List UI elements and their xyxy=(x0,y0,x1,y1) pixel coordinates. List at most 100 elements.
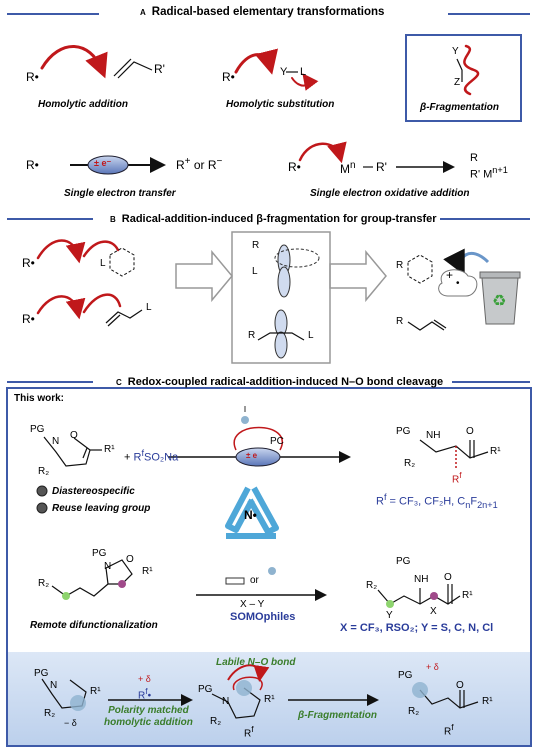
m3-o: O xyxy=(456,680,464,691)
c-prod-o: O xyxy=(466,426,474,437)
m-pg1: PG xyxy=(34,668,49,679)
c-n1: N xyxy=(52,436,60,447)
m3-r1: R¹ xyxy=(482,696,493,707)
radical-r: R• xyxy=(26,70,39,84)
label-beta-fragmentation: β-Fragmentation xyxy=(420,102,499,113)
c-pg1: PG xyxy=(30,424,45,435)
xy-definition: X = CF₃, RSO₂; Y = S, C, N, Cl xyxy=(340,622,494,634)
c-prod-r1: R¹ xyxy=(490,446,501,457)
frag-y: Y xyxy=(452,46,459,57)
c2-o: O xyxy=(126,554,134,565)
b-r1: R• xyxy=(22,256,35,270)
b-prod-r1: R xyxy=(396,260,404,271)
m3-pg: PG xyxy=(398,670,413,681)
c2p-pg: PG xyxy=(396,556,411,567)
c2-r1: R¹ xyxy=(142,566,153,577)
label-seoa: Single electron oxidative addition xyxy=(310,188,470,199)
section-a-rule-left xyxy=(7,13,99,15)
c2-r2: R₂ xyxy=(38,578,50,589)
alkene-rprime: R' xyxy=(154,62,165,76)
set-electron: ± e⁻ xyxy=(94,158,112,168)
c-reagent: + RfSO₂Na xyxy=(124,448,179,464)
b-orb-r2: R xyxy=(248,330,256,341)
n-radical-center: N• xyxy=(244,508,257,522)
m2-r2: R₂ xyxy=(210,716,222,727)
label-homolytic-addition: Homolytic addition xyxy=(38,99,128,110)
radical-r-sub: R• xyxy=(222,70,235,84)
c2-n: N xyxy=(104,561,112,572)
set-r: R• xyxy=(26,158,39,172)
c2p-y: Y xyxy=(386,610,393,621)
m-delta-plus: + δ xyxy=(138,674,151,684)
label-labile: Labile N–O bond xyxy=(216,657,296,668)
addition-arrow xyxy=(40,45,108,79)
c2p-r2: R₂ xyxy=(366,580,378,591)
seoa-m: Mn xyxy=(340,160,356,176)
c2p-x: X xyxy=(430,606,437,617)
set-products: R+ or R− xyxy=(176,156,223,172)
seoa-rprime: R' xyxy=(376,160,387,174)
c2-or: or xyxy=(250,575,259,586)
c2p-o: O xyxy=(444,572,452,583)
b-l2: L xyxy=(146,302,152,313)
m3-r2: R₂ xyxy=(408,706,420,717)
rf-list: Rf = CF₃, CF₂H, CnF2n+1 xyxy=(376,492,498,510)
label-set: Single electron transfer xyxy=(64,188,176,199)
b-r2: R• xyxy=(22,312,35,326)
c2-somo: SOMOphiles xyxy=(230,611,296,623)
m2-n: N xyxy=(222,696,230,707)
c-r2a: R₂ xyxy=(38,466,50,477)
this-work-label: This work: xyxy=(14,393,65,404)
c-prod-r2: R₂ xyxy=(404,458,416,469)
b-l1: L xyxy=(100,258,106,269)
electron-oval xyxy=(87,155,129,175)
m-rf: Rf• xyxy=(138,686,152,702)
substitution-arrow xyxy=(234,48,278,75)
svg-text:♻: ♻ xyxy=(492,291,506,310)
fragmentation-box xyxy=(405,34,522,122)
section-a-rule-right xyxy=(448,13,530,15)
m-r2: R₂ xyxy=(44,708,56,719)
m2-rf: Rf xyxy=(244,724,254,740)
m3-delta: + δ xyxy=(426,662,439,672)
b-plus: + xyxy=(446,268,454,282)
label-remote: Remote difunctionalization xyxy=(30,620,158,631)
sub-y: Y xyxy=(280,66,288,78)
c-prod-pg: PG xyxy=(396,426,411,437)
m-delta-minus: − δ xyxy=(64,718,77,728)
label-beta-frag-c: β-Fragmentation xyxy=(298,710,377,721)
c-prod-nh: NH xyxy=(426,430,441,441)
bullet-diastereospecific: Diastereospecific xyxy=(52,486,135,497)
c2-pg: PG xyxy=(92,548,107,559)
bullet-reuse: Reuse leaving group xyxy=(52,503,151,514)
m2-pg: PG xyxy=(198,684,213,695)
m3-rf: Rf xyxy=(444,722,454,738)
seoa-r: R• xyxy=(288,160,301,174)
c-r1a: R¹ xyxy=(104,444,115,455)
this-work-box xyxy=(6,387,532,747)
m2-r1: R¹ xyxy=(264,694,275,705)
c2-xy: X – Y xyxy=(240,599,265,610)
alkene-bond xyxy=(117,61,153,79)
m-r1: R¹ xyxy=(90,686,101,697)
b-orb-l2: L xyxy=(308,330,314,341)
label-homolytic-substitution: Homolytic substitution xyxy=(226,99,335,110)
m-n1: N xyxy=(50,680,58,691)
orbital-box xyxy=(231,231,331,364)
sub-l: L xyxy=(300,66,307,78)
c-prod-rf: Rf xyxy=(452,470,462,486)
b-orb-l1: L xyxy=(252,266,258,277)
c-pe: ± e xyxy=(246,451,258,460)
c-pc: PC xyxy=(270,436,284,447)
b-cloud-l: • xyxy=(456,278,460,289)
b-orb-r1: R xyxy=(252,240,260,251)
frag-z: Z xyxy=(454,77,461,88)
c2p-r1: R¹ xyxy=(462,590,473,601)
c-o1: O xyxy=(70,430,78,441)
